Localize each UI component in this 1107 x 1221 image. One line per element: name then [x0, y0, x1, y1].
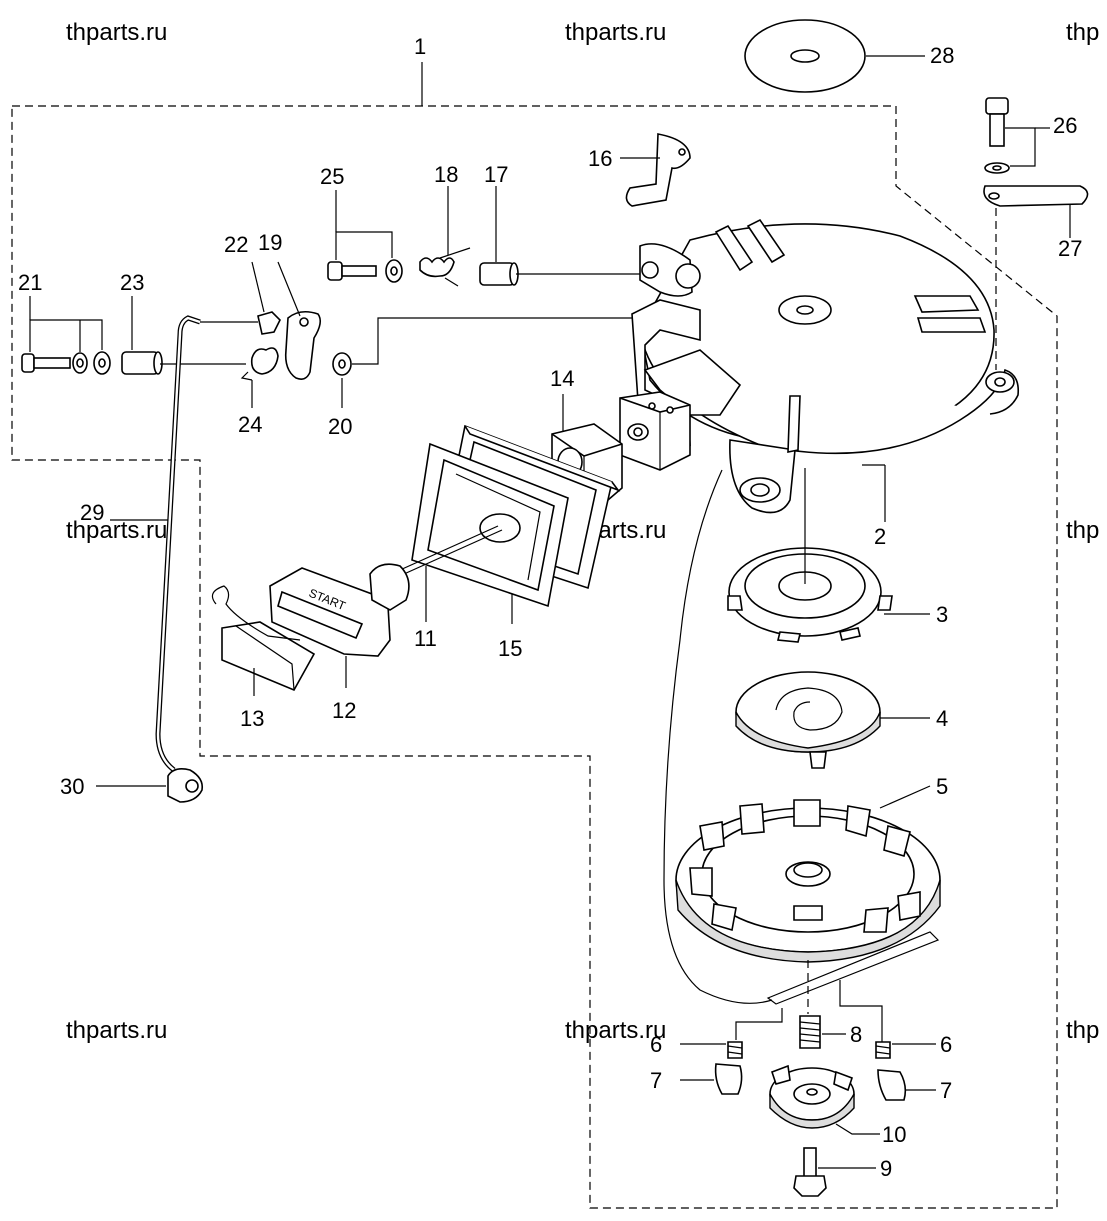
part-13-insert: [211, 585, 316, 692]
part-12-handle: START: [269, 563, 410, 657]
leader-line: [835, 1123, 880, 1135]
watermark: thp: [1066, 1017, 1099, 1044]
part-29-rod: [155, 315, 258, 772]
callout-8: 8: [850, 1022, 862, 1047]
leader-line: [29, 319, 103, 352]
part-20-washer: [332, 352, 352, 376]
callout-24: 24: [238, 412, 262, 437]
alignment-line: [735, 1008, 783, 1040]
callout-6b: 6: [940, 1032, 952, 1057]
part-16-lever: [625, 133, 691, 207]
callout-26: 26: [1053, 113, 1077, 138]
part-10-plate: [769, 1064, 855, 1129]
watermark: thp: [1066, 517, 1099, 544]
leader-line: [335, 231, 393, 260]
alignment-line: [839, 980, 883, 1042]
part-27-bracket: [983, 185, 1089, 207]
callout-21: 21: [18, 270, 42, 295]
callout-1: 1: [414, 34, 426, 59]
callout-29: 29: [80, 500, 104, 525]
rope: [403, 529, 503, 575]
callout-3: 3: [936, 602, 948, 627]
part-22-clip: [257, 311, 281, 335]
callout-27: 27: [1058, 236, 1082, 261]
rope: [399, 525, 499, 571]
part-28-decal: [744, 19, 866, 93]
watermark: thparts.ru: [565, 1017, 666, 1044]
callout-14: 14: [550, 366, 574, 391]
callout-17: 17: [484, 162, 508, 187]
part-18-spring: [419, 247, 471, 287]
rope: [663, 469, 773, 1004]
rope: [766, 931, 940, 1005]
part-9-bolt: [793, 1147, 827, 1197]
callout-16: 16: [588, 146, 612, 171]
part-19-plate: [284, 310, 322, 380]
part-3-bushing: [727, 547, 893, 643]
watermark: thparts.ru: [66, 1017, 167, 1044]
callout-23: 23: [120, 270, 144, 295]
part-21-screw: [21, 351, 111, 375]
callout-11: 11: [414, 626, 437, 651]
callout-5: 5: [936, 774, 948, 799]
callout-13: 13: [240, 706, 264, 731]
part-7-pawl-right: [877, 1069, 907, 1101]
part-4-spring: [735, 671, 881, 769]
assembly-boundary: [11, 105, 1058, 1209]
part-5-reel: [675, 799, 941, 963]
leader-line: [879, 785, 931, 809]
part-17-sleeve: [479, 262, 519, 286]
callout-2: 2: [874, 524, 886, 549]
callout-20: 20: [328, 414, 352, 439]
part-7-pawl-left: [714, 1063, 743, 1095]
alignment-line: [352, 317, 632, 365]
part-6-spring-right: [875, 1041, 891, 1059]
part-23-sleeve: [121, 351, 163, 375]
part-6-spring-left: [727, 1041, 743, 1059]
watermark: thparts.ru: [66, 517, 167, 544]
callout-6a: 6: [650, 1032, 662, 1057]
watermark: thparts.ru: [66, 19, 167, 46]
leader-line: [251, 261, 265, 313]
part-24-spring: [240, 347, 279, 381]
callout-15: 15: [498, 636, 522, 661]
watermark: thp: [1066, 19, 1099, 46]
callout-25: 25: [320, 164, 344, 189]
callout-7b: 7: [940, 1078, 952, 1103]
callout-4: 4: [936, 706, 948, 731]
callout-7a: 7: [650, 1068, 662, 1093]
part-26-bolt: [984, 97, 1010, 174]
leader-line: [1005, 127, 1036, 167]
part-25-screw: [327, 259, 403, 283]
callout-9: 9: [880, 1156, 892, 1181]
part-11-guide: [411, 442, 569, 608]
cable-block: [619, 391, 691, 471]
watermark: thparts.ru: [565, 19, 666, 46]
callout-28: 28: [930, 43, 954, 68]
callout-30: 30: [60, 774, 84, 799]
callout-18: 18: [434, 162, 458, 187]
callout-19: 19: [258, 230, 282, 255]
callout-12: 12: [332, 698, 356, 723]
leader-line: [277, 261, 301, 317]
callout-22: 22: [224, 232, 248, 257]
callout-10: 10: [882, 1122, 906, 1147]
part-30-clamp: [167, 768, 204, 803]
part-8-spring: [799, 1015, 821, 1049]
